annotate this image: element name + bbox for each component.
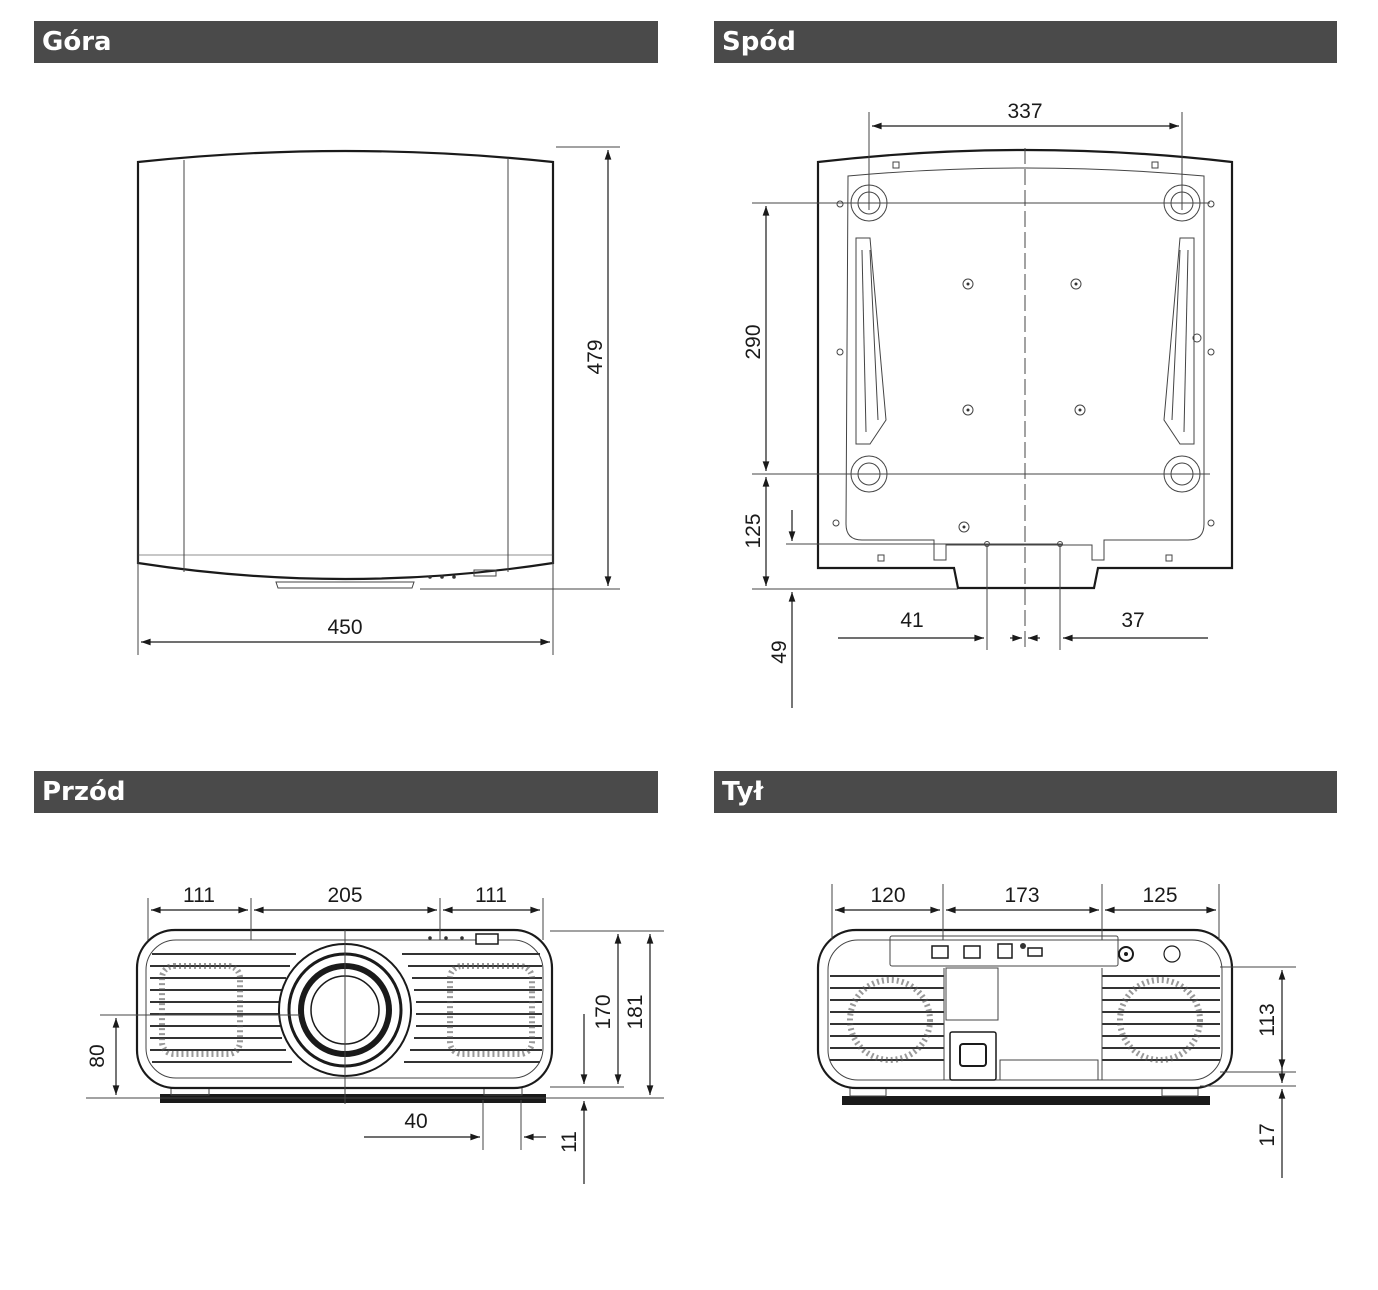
dim-rear-seg-center: 173	[1004, 884, 1039, 907]
rear-view: 120 173 125 113 17	[816, 884, 1296, 1178]
dim-front-foot-height: 11	[558, 1131, 581, 1153]
rear-floor	[842, 1096, 1210, 1105]
dim-bottom-front-offset: 49	[768, 640, 791, 663]
dim-top-depth: 479	[584, 339, 607, 374]
dim-bottom-center-right: 37	[1121, 609, 1144, 632]
dim-front-seg-center: 205	[327, 884, 362, 907]
dim-front-height-total: 181	[624, 994, 647, 1029]
dim-rear-foot-height: 17	[1256, 1123, 1279, 1146]
section-header-top: Góra	[34, 21, 658, 63]
dim-front-height-body: 170	[592, 994, 615, 1029]
dim-front-lens-height: 80	[86, 1044, 109, 1067]
dim-bottom-feet-depth: 290	[742, 324, 765, 359]
dim-front-seg-right: 111	[475, 884, 507, 907]
dim-rear-vent-height: 113	[1256, 1003, 1279, 1036]
section-header-rear: Tył	[714, 771, 1337, 813]
front-view: 111 205 111 170 181 80 40 11	[86, 884, 664, 1184]
section-header-front: Przód	[34, 771, 658, 813]
rear-ports	[931, 943, 1181, 1081]
bottom-screws	[832, 200, 1215, 547]
dim-rear-seg-right: 125	[1142, 884, 1177, 907]
bottom-view: 337 290 125 49 41 37	[742, 100, 1234, 708]
top-view-body	[136, 149, 555, 581]
dim-front-seg-left: 111	[183, 884, 215, 907]
dim-front-foot-width: 40	[404, 1110, 427, 1133]
dim-bottom-front-foot-offset: 125	[742, 513, 765, 548]
rear-vents	[830, 968, 1220, 1080]
dim-bottom-feet-width: 337	[1007, 100, 1042, 123]
front-grille	[150, 953, 542, 1063]
dim-bottom-center-left: 41	[900, 609, 923, 632]
dim-rear-seg-left: 120	[870, 884, 905, 907]
section-header-bottom: Spód	[714, 21, 1337, 63]
dim-top-width: 450	[327, 616, 362, 639]
top-view: 479 450	[136, 146, 620, 655]
